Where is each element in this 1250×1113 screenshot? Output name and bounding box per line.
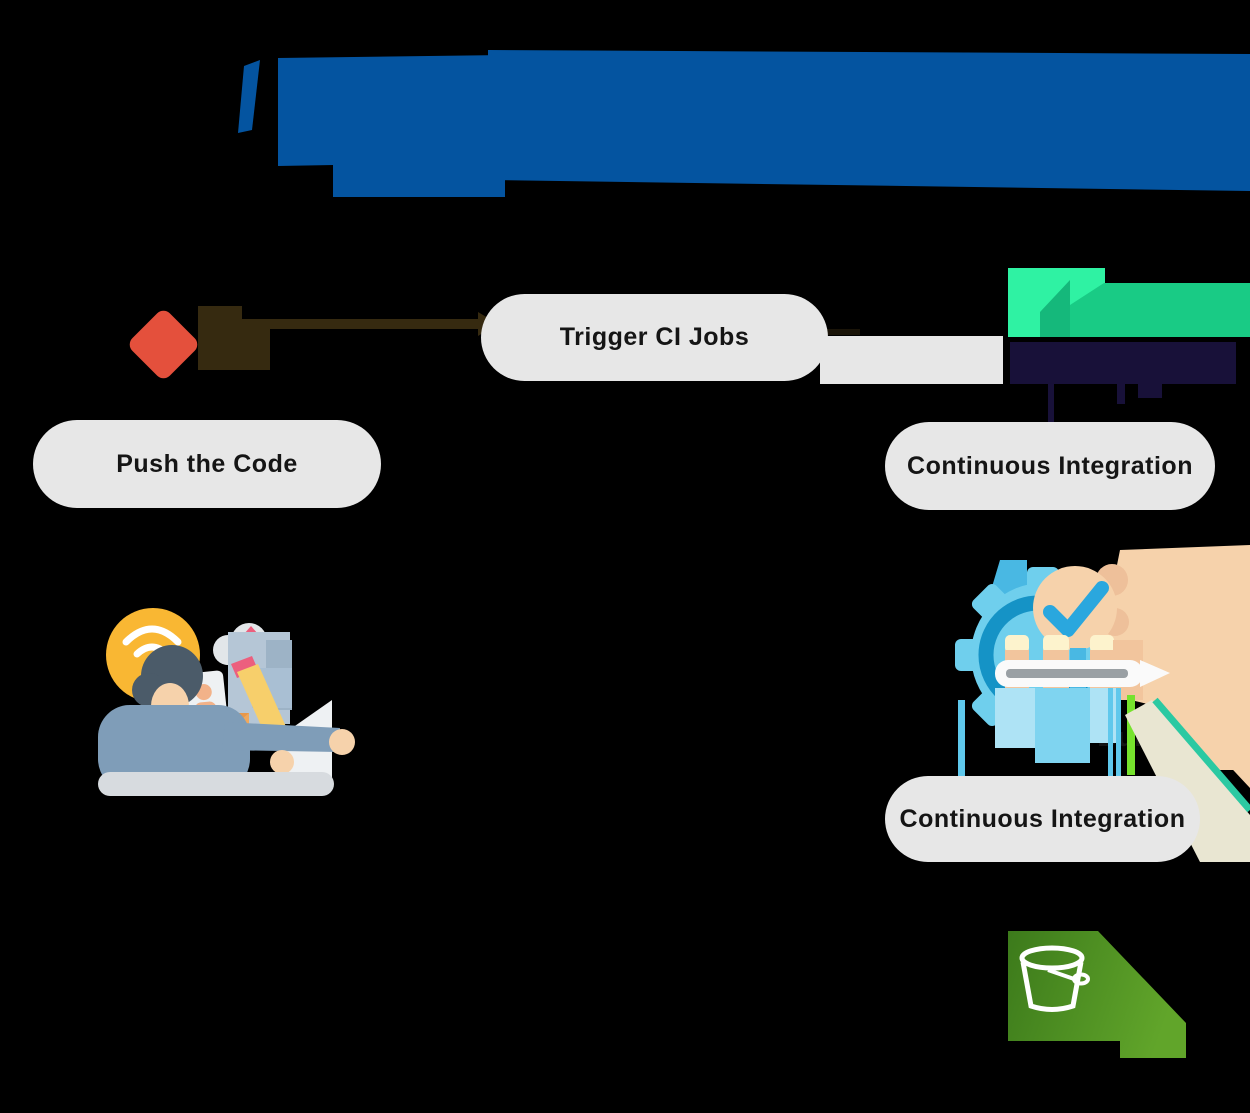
title-wordmark-blob [238,50,1250,197]
build-illustration [955,545,1250,862]
trigger-ci-jobs-pill: Trigger CI Jobs [481,294,828,381]
shirt [98,705,250,791]
desk [98,772,334,796]
git-logo [129,306,270,379]
wifi-icon [122,625,182,646]
continuous-integration-pill-2: Continuous Integration [885,776,1200,862]
continuous-integration-pill-1: Continuous Integration [885,422,1215,510]
git-diamond [129,310,198,379]
continuous-integration-label-2: Continuous Integration [899,804,1186,833]
ci-tool-wordmark [1010,342,1236,384]
bucket-glyph [1019,945,1090,1012]
trigger-ci-jobs-label: Trigger CI Jobs [559,323,750,351]
s3-bucket-icon [1008,931,1186,1058]
check-mark-icon [1043,581,1109,637]
developer-illustration [98,608,355,796]
arm-sleeve [1125,690,1250,862]
continuous-integration-label-1: Continuous Integration [907,451,1193,480]
push-the-code-label: Push the Code [116,449,298,478]
developer-person [98,645,355,791]
trigger-to-ci-connector [820,336,1003,384]
arrow-down-connector [1048,384,1054,426]
ci-tool-logo [1008,268,1250,404]
pen-icon [995,660,1170,687]
push-the-code-pill: Push the Code [33,420,381,508]
paint-drips [958,688,1135,776]
